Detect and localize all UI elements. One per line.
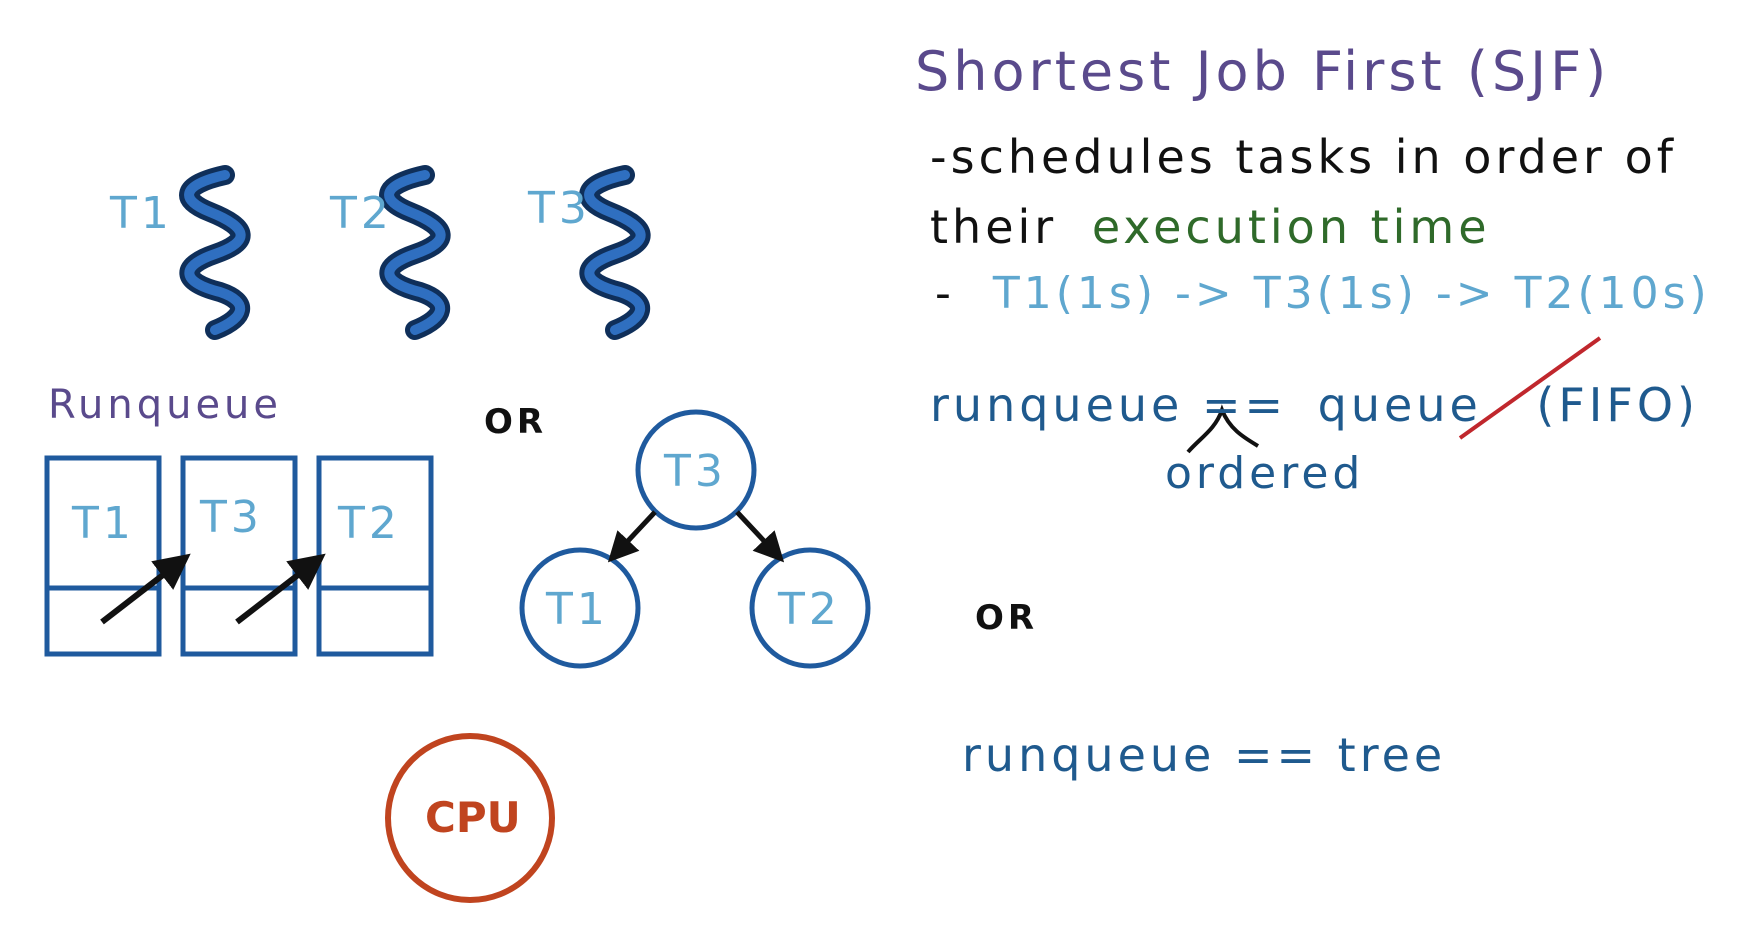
description-line-1: -schedules tasks in order of: [930, 130, 1677, 184]
list-node-box-1: [44, 455, 162, 657]
thread-squiggle-t3: [579, 165, 651, 340]
runqueue-tree: [519, 409, 871, 669]
list-pointer-arrow-1: [100, 553, 191, 625]
thread-squiggle-t2: [379, 165, 451, 340]
tree-right-label: T2: [778, 584, 841, 635]
order-dash: -: [935, 268, 955, 319]
title: Shortest Job First (SJF): [915, 40, 1611, 103]
cpu-circle: [385, 733, 555, 903]
equation-queue-term: queue: [1317, 378, 1482, 432]
list-node-label-3: T2: [338, 498, 401, 549]
equation-queue: runqueue == queue (FIFO): [930, 378, 1699, 432]
tree-root-node: [635, 409, 757, 531]
ordered-bracket: [1186, 404, 1260, 454]
list-pointer-arrow-2: [235, 553, 326, 625]
runqueue-heading: Runqueue: [48, 382, 283, 428]
ordered-annotation: ordered: [1165, 448, 1365, 499]
list-node-label-1: T1: [72, 498, 135, 549]
thread-squiggle-t1: [179, 165, 251, 340]
list-node-box-2: [180, 455, 298, 657]
thread-label-t2: T2: [330, 188, 393, 239]
description-line-2: their execution time: [930, 200, 1491, 254]
equation-queue-fifo: (FIFO): [1536, 378, 1699, 432]
thread-label-t1: T1: [110, 188, 173, 239]
order-line: - T1(1s) -> T3(1s) -> T2(10s): [935, 268, 1711, 319]
list-node-box-3: [316, 455, 434, 657]
fifo-strike: [1458, 336, 1602, 440]
or-label-left: OR: [484, 402, 548, 442]
or-label-right: OR: [975, 598, 1039, 638]
tree-root-label: T3: [664, 446, 727, 497]
equation-queue-prefix: runqueue ==: [930, 378, 1288, 432]
list-node-label-2: T3: [200, 492, 263, 543]
tree-left-label: T1: [546, 584, 609, 635]
tree-left-node: [519, 547, 641, 669]
order-sequence: T1(1s) -> T3(1s) -> T2(10s): [992, 268, 1711, 319]
tree-edge-left: [607, 510, 657, 563]
equation-tree: runqueue == tree: [962, 728, 1447, 782]
tree-edge-right: [735, 510, 785, 563]
description-line-2-prefix: their: [930, 200, 1058, 254]
runqueue-list: [44, 455, 434, 657]
tree-right-node: [749, 547, 871, 669]
thread-label-t3: T3: [528, 183, 591, 234]
cpu-label: CPU: [425, 793, 521, 842]
description-line-2-highlight: execution time: [1091, 200, 1491, 254]
